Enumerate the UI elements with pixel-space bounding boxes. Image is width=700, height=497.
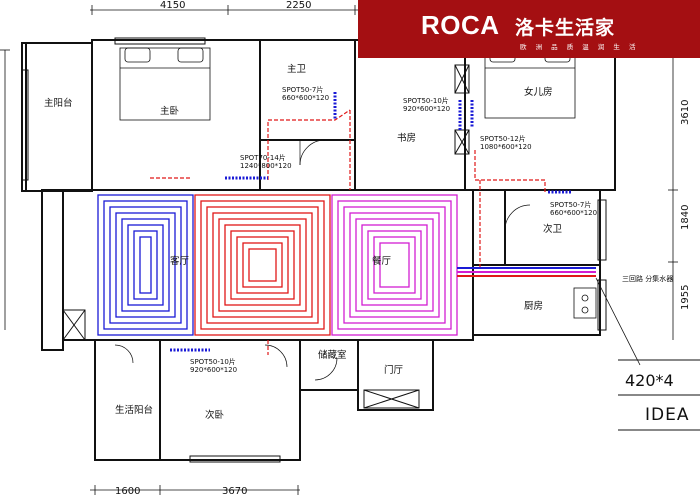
dim-top-1: 4150 <box>160 0 185 11</box>
spec-second-bed-size: 920*600*120 <box>190 366 237 374</box>
spec-master-bed-size: 1240*800*120 <box>240 162 292 170</box>
room-study: 书房 <box>397 132 416 144</box>
walls <box>21 39 616 461</box>
brand-name: 洛卡生活家 <box>515 17 616 39</box>
doors <box>114 139 531 381</box>
room-daughter: 女儿房 <box>524 86 553 98</box>
manifold-leader <box>595 277 641 366</box>
spec-study-size: 920*600*120 <box>403 105 450 113</box>
heating-loop-magenta <box>331 194 458 336</box>
top-dimension-line <box>90 5 360 15</box>
room-storage: 储藏室 <box>318 349 347 361</box>
spec-study-name: SPOT50-10片 <box>403 96 449 105</box>
spec-second-bath-name: SPOT50-7片 <box>550 200 591 209</box>
room-kitchen: 厨房 <box>524 300 543 312</box>
dim-bottom-1: 1600 <box>115 486 140 497</box>
spec-master-bed-name: SPOT70-14片 <box>240 153 286 162</box>
room-living: 客厅 <box>170 255 190 267</box>
bed-daughter <box>484 47 576 119</box>
heating-loop-red <box>194 194 331 336</box>
left-dimension-line <box>0 49 10 330</box>
spec-master-bath-size: 660*600*120 <box>282 94 329 102</box>
room-second-bath: 次卫 <box>543 223 563 235</box>
bottom-dimension-line <box>90 485 300 495</box>
title-block <box>618 359 700 431</box>
room-master-bedroom: 主卧 <box>160 105 180 117</box>
supply-pipes <box>150 109 546 355</box>
radiators <box>170 92 572 352</box>
dim-right-3: 1955 <box>680 285 691 310</box>
room-master-bath: 主卫 <box>287 63 307 75</box>
dim-right-2: 1840 <box>680 205 691 230</box>
dim-right-1: 3610 <box>680 100 691 125</box>
room-dining: 餐厅 <box>372 255 392 267</box>
manifold-pipes <box>457 267 596 277</box>
right-dimension-line <box>668 55 678 340</box>
manifold-label: 三回路 分集水器 <box>622 274 673 283</box>
spec-second-bed-name: SPOT50-10片 <box>190 357 236 366</box>
title-block-size: 420*4 <box>625 371 674 390</box>
room-utility-balcony: 生活阳台 <box>115 404 153 416</box>
room-entrance: 门厅 <box>384 364 404 376</box>
spec-master-bath-name: SPOT50-7片 <box>282 85 323 94</box>
shafts <box>62 64 470 341</box>
spec-daughter-size: 1080*600*120 <box>480 143 532 151</box>
kitchen-sink <box>573 287 597 319</box>
idea-text: IDEA <box>645 405 689 425</box>
brand-slogan: 欧 洲 品 质 温 润 生 活 <box>520 43 639 51</box>
dim-top-2: 2250 <box>286 0 311 11</box>
spec-second-bath-size: 660*600*120 <box>550 209 597 217</box>
bed-master <box>119 47 211 121</box>
spec-daughter-name: SPOT50-12片 <box>480 134 526 143</box>
heating-loop-blue <box>97 194 194 336</box>
dim-bottom-2: 3670 <box>222 486 247 497</box>
room-master-balcony: 主阳台 <box>44 97 73 109</box>
room-second-bedroom: 次卧 <box>205 409 225 421</box>
brand-logo: ROCA <box>421 10 500 40</box>
brand-banner: ROCA 洛卡生活家 欧 洲 品 质 温 润 生 活 <box>358 0 700 58</box>
